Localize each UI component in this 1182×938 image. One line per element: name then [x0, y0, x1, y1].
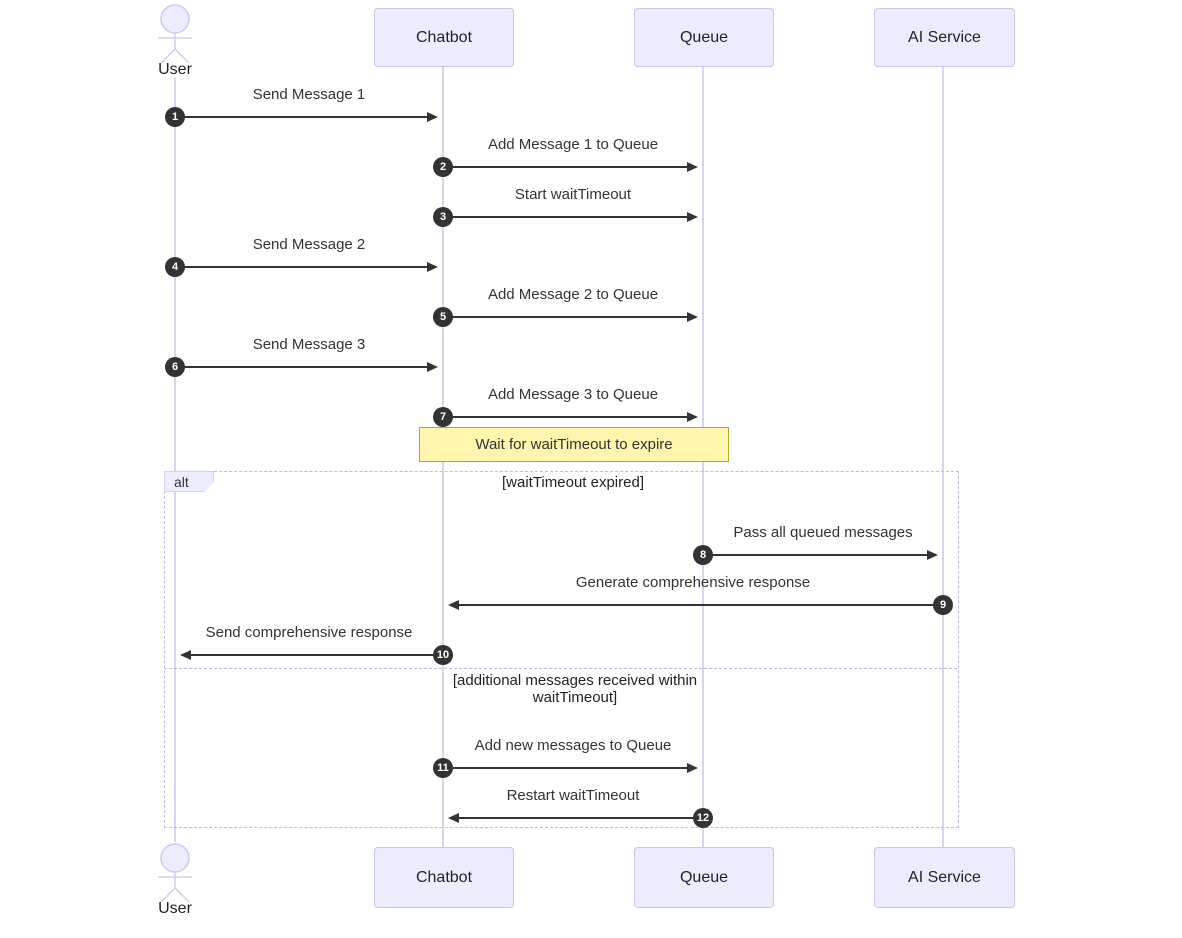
- arrowhead-icon: [687, 212, 698, 222]
- message-arrow: [175, 366, 429, 368]
- message-arrow: [443, 166, 689, 168]
- arrowhead-icon: [687, 763, 698, 773]
- message-arrow: [189, 654, 443, 656]
- actor-user-label-top: User: [158, 61, 192, 78]
- message-label: Send Message 3: [252, 336, 366, 353]
- actor-user-icon-top: [158, 4, 192, 64]
- sequence-number-badge: 2: [433, 157, 453, 177]
- arrowhead-icon: [427, 112, 438, 122]
- arrowhead-icon: [180, 650, 191, 660]
- message-arrow: [443, 316, 689, 318]
- arrowhead-icon: [687, 162, 698, 172]
- participant-chatbot-label: Chatbot: [415, 28, 473, 46]
- sequence-number-badge: 9: [933, 595, 953, 615]
- participant-ai-service-label: AI Service: [908, 28, 981, 46]
- participant-ai-service-label: AI Service: [908, 868, 981, 886]
- message-arrow: [175, 266, 429, 268]
- arrowhead-icon: [687, 312, 698, 322]
- actor-user-icon-bottom: [158, 843, 192, 903]
- message-label: Generate comprehensive response: [575, 574, 811, 591]
- message-arrow: [457, 604, 943, 606]
- lifeline-user: [174, 78, 176, 842]
- sequence-number-badge: 7: [433, 407, 453, 427]
- message-label: Pass all queued messages: [733, 524, 913, 541]
- message-label: Restart waitTimeout: [506, 787, 640, 804]
- participant-queue-bottom: Queue: [634, 847, 774, 908]
- message-label: Add Message 2 to Queue: [487, 286, 659, 303]
- lifeline-ai-service: [942, 66, 944, 847]
- participant-chatbot-top: Chatbot: [374, 8, 514, 67]
- sequence-number-badge: 11: [433, 758, 453, 778]
- participant-queue-top: Queue: [634, 8, 774, 67]
- message-label: Add new messages to Queue: [474, 737, 672, 754]
- participant-chatbot-label: Chatbot: [415, 868, 473, 886]
- alt-frame: [164, 471, 959, 828]
- arrowhead-icon: [448, 600, 459, 610]
- sequence-number-badge: 6: [165, 357, 185, 377]
- arrowhead-icon: [927, 550, 938, 560]
- sequence-number-badge: 10: [433, 645, 453, 665]
- alt-else-divider: [164, 668, 957, 669]
- message-arrow: [457, 817, 703, 819]
- participant-chatbot-bottom: Chatbot: [374, 847, 514, 908]
- alt-condition-2: [additional messages received within wai…: [452, 672, 698, 706]
- sequence-number-badge: 1: [165, 107, 185, 127]
- alt-frame-tag: alt: [164, 471, 214, 492]
- sequence-number-badge: 8: [693, 545, 713, 565]
- participant-ai-service-top: AI Service: [874, 8, 1015, 67]
- message-label: Send comprehensive response: [205, 624, 413, 641]
- message-label: Start waitTimeout: [514, 186, 632, 203]
- note-wait-timeout: Wait for waitTimeout to expire: [419, 427, 729, 462]
- participant-queue-label: Queue: [679, 868, 729, 886]
- sequence-number-badge: 3: [433, 207, 453, 227]
- message-label: Send Message 1: [252, 86, 366, 103]
- arrowhead-icon: [448, 813, 459, 823]
- participant-queue-label: Queue: [679, 28, 729, 46]
- message-label: Add Message 1 to Queue: [487, 136, 659, 153]
- message-arrow: [703, 554, 929, 556]
- alt-condition-1: [waitTimeout expired]: [501, 474, 644, 491]
- message-arrow: [443, 416, 689, 418]
- actor-user-label-bottom: User: [158, 900, 192, 917]
- sequence-number-badge: 12: [693, 808, 713, 828]
- arrowhead-icon: [427, 362, 438, 372]
- message-arrow: [443, 216, 689, 218]
- sequence-number-badge: 5: [433, 307, 453, 327]
- message-label: Send Message 2: [252, 236, 366, 253]
- participant-ai-service-bottom: AI Service: [874, 847, 1015, 908]
- message-arrow: [443, 767, 689, 769]
- arrowhead-icon: [687, 412, 698, 422]
- message-arrow: [175, 116, 429, 118]
- sequence-number-badge: 4: [165, 257, 185, 277]
- message-label: Add Message 3 to Queue: [487, 386, 659, 403]
- arrowhead-icon: [427, 262, 438, 272]
